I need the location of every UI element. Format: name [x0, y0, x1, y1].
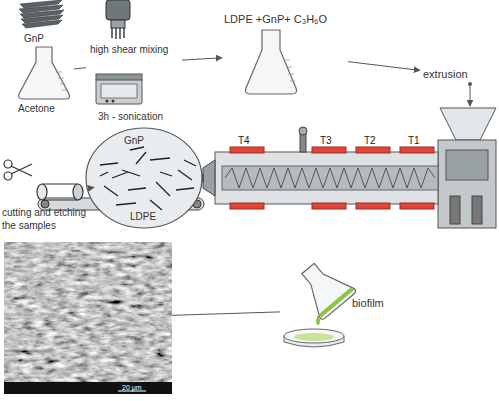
extruder: [225, 168, 435, 188]
biofilm-flask: [318, 287, 354, 318]
node-text: Acetone: [18, 102, 55, 115]
acetone-flask: [19, 47, 70, 99]
temperature-zone-label: T3: [320, 135, 332, 147]
node-text: GnP: [124, 134, 144, 147]
biofilm-node: biofilm: [280, 270, 400, 350]
extruder: [203, 160, 215, 196]
node-text: biofilm: [352, 296, 384, 310]
acetone-flask: [56, 72, 67, 90]
feed-arrow: [470, 84, 471, 106]
scissors-icon: [37, 184, 47, 200]
biofilm-flask: [291, 254, 357, 320]
scissors-icon: [4, 172, 12, 180]
biofilm-flask: [291, 254, 357, 325]
connector-arrow: [182, 58, 222, 60]
mixture-flask: [246, 30, 297, 94]
extrusion-node: extrusion: [420, 66, 480, 82]
sonicator-icon: [112, 100, 115, 103]
extruder: [299, 127, 307, 135]
extruder: [312, 147, 346, 153]
sonicator-icon: [96, 74, 142, 104]
extruder: [215, 152, 438, 204]
scissors-icon: [4, 160, 83, 200]
sonicator-icon: [96, 78, 142, 104]
extruder: [196, 108, 496, 228]
node-text: extrusion: [423, 67, 468, 81]
biofilm-flask: [291, 254, 357, 320]
feed-arrow: [468, 82, 472, 106]
scissors-icon: [4, 160, 12, 168]
sem-micrograph: [4, 382, 172, 394]
connector-arrow: [74, 68, 86, 69]
sonicator-icon: [96, 74, 142, 80]
acetone-flask: [19, 47, 70, 99]
extruder: [222, 166, 438, 190]
sonicator-icon: [101, 84, 137, 98]
petri-dish: [294, 333, 334, 341]
node-text: LDPE: [130, 210, 156, 223]
graphene-stack: [22, 20, 62, 28]
scissors-icon: [11, 164, 32, 176]
extruder: [230, 147, 264, 153]
conveyor-belt: [41, 200, 49, 208]
zoom-circle: [100, 147, 196, 210]
zoom-circle: [86, 128, 202, 228]
sem-micrograph: [4, 242, 172, 394]
node-text: 3h - sonication: [98, 110, 163, 123]
extruder: [450, 196, 460, 224]
temperature-zone-label: T2: [364, 135, 376, 147]
flask-node: GnP Acetone: [12, 30, 74, 114]
node-text: 20 μm: [122, 383, 142, 393]
zoom-circle: [100, 147, 196, 210]
mixer-icon: [111, 20, 125, 28]
connector-arrow: [348, 62, 420, 71]
extruder: [400, 147, 434, 153]
mixer-icon: [112, 28, 124, 39]
mixture-node: LDPE +GnP+ C₃H₆O: [222, 12, 348, 96]
node-text: cutting and etching the samples: [2, 206, 92, 232]
sem-node: 20 μm: [4, 242, 172, 394]
extruder: [440, 108, 496, 140]
node-text: GnP: [24, 32, 44, 45]
scissors-icon: [73, 184, 83, 200]
connector-arrow: [172, 312, 280, 315]
extruder: [356, 147, 390, 153]
petri-dish: [284, 329, 344, 343]
biofilm-flask: [317, 316, 320, 325]
sem-micrograph: [4, 242, 172, 382]
extruder: [400, 203, 434, 209]
mixing-node: high shear mixing 3h - sonication: [86, 0, 182, 126]
mixture-flask: [284, 60, 295, 81]
node-text: high shear mixing: [90, 43, 168, 56]
zoom-node: GnP LDPE: [86, 128, 202, 228]
petri-dish: [284, 329, 344, 347]
cutting-node: cutting and etching the samples: [0, 156, 94, 236]
extruder: [446, 150, 488, 180]
connector-arrow: [87, 187, 94, 188]
extruder: [472, 196, 482, 224]
extruder: [356, 203, 390, 209]
temperature-zone-label: T4: [238, 135, 250, 147]
sonicator-icon: [106, 100, 109, 103]
node-text: LDPE +GnP+ C₃H₆O: [224, 12, 327, 26]
temperature-zone-label: T1: [408, 135, 420, 147]
extruder: [438, 140, 496, 228]
mixture-flask: [246, 30, 297, 94]
mixer-icon: [106, 0, 130, 20]
mixer-icon: [106, 0, 130, 39]
graphene-stack: [19, 0, 64, 28]
zoom-circle: [86, 128, 202, 228]
extruder: [312, 203, 346, 209]
extruder: [230, 203, 264, 209]
